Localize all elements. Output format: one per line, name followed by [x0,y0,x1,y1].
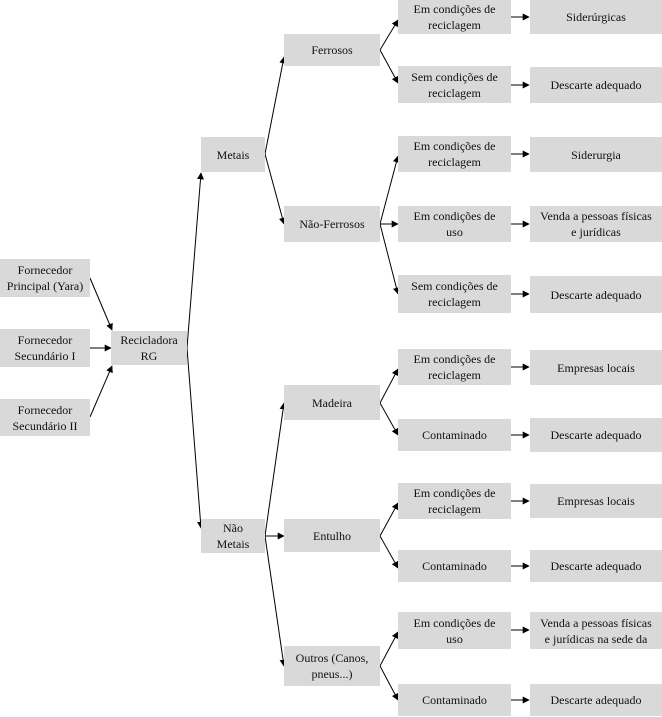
edge-outros-to-contaminado [379,665,399,701]
node-outros: Outros (Canos, pneus...) [284,646,380,686]
node-destino-siderurgia: Siderurgia [530,137,662,172]
node-nao-metais: Não Metais [201,519,265,553]
node-destino-descarte-adequado-1: Descarte adequado [530,67,662,103]
node-madeira-contaminado: Contaminado [398,419,511,451]
edge-outros-to-em-cond-uso [379,631,399,667]
edge-sec2-to-recicladora [89,365,113,418]
node-outros-contaminado: Contaminado [398,684,511,716]
node-fornecedor-secundario-1: Fornecedor Secundário I [0,329,90,367]
edge-nao-metais-to-outros [264,535,287,667]
node-entulho-em-condicoes-reciclagem: Em condições de reciclagem [398,483,511,519]
node-destino-descarte-adequado-4: Descarte adequado [530,550,662,582]
edge-nao-metais-to-madeira [264,402,287,537]
node-destino-empresas-locais-2: Empresas locais [530,484,662,518]
edge-nf-to-sem-cond-recic [379,223,400,295]
edge-recicladora-to-metais [186,172,204,349]
node-destino-descarte-adequado-5: Descarte adequado [530,684,662,716]
edge-metais-to-nao-ferrosos [264,153,286,225]
node-fornecedor-principal: Fornecedor Principal (Yara) [0,259,90,297]
node-ferrosos: Ferrosos [284,34,380,66]
node-nf-em-condicoes-uso: Em condições de uso [398,206,511,242]
node-destino-venda-pessoas-2: Venda a pessoas físicas e jurídicas na s… [530,612,662,649]
node-destino-empresas-locais-1: Empresas locais [530,350,662,385]
edge-nf-to-em-cond-recic [379,155,400,225]
node-madeira-em-condicoes-reciclagem: Em condições de reciclagem [398,349,511,385]
node-fornecedor-secundario-2: Fornecedor Secundário II [0,399,90,436]
node-nf-sem-condicoes-reciclagem: Sem condições de reciclagem [398,275,511,313]
node-destino-siderurgicas: Siderúrgicas [530,0,662,34]
edge-principal-to-recicladora [89,277,113,331]
node-ferrosos-sem-condicoes-reciclagem: Sem condições de reciclagem [398,66,511,103]
node-nf-em-condicoes-reciclagem: Em condições de reciclagem [398,136,511,172]
node-recicladora: Recicladora RG [111,331,187,365]
node-entulho-contaminado: Contaminado [398,550,511,582]
node-nao-ferrosos: Não-Ferrosos [284,206,380,242]
edge-entulho-to-em-cond-recic [379,502,399,537]
node-entulho: Entulho [284,519,380,552]
edge-recicladora-to-nao-metais [186,347,205,529]
edge-entulho-to-contaminado [379,535,399,569]
node-ferrosos-em-condicoes-reciclagem: Em condições de reciclagem [398,0,511,34]
node-outros-em-condicoes-uso: Em condições de uso [398,612,511,649]
edge-madeira-to-contaminado [379,402,399,436]
edge-madeira-to-em-cond-recic [379,368,399,404]
node-metais: Metais [201,137,265,172]
edge-ferrosos-to-em-cond-recic [379,19,399,51]
edge-metais-to-ferrosos [264,56,287,155]
node-destino-venda-pessoas-1: Venda a pessoas físicas e jurídicas [530,206,662,242]
edge-ferrosos-to-sem-cond-recic [379,49,399,84]
node-madeira: Madeira [284,385,380,420]
node-destino-descarte-adequado-2: Descarte adequado [530,276,662,313]
node-destino-descarte-adequado-3: Descarte adequado [530,418,662,452]
